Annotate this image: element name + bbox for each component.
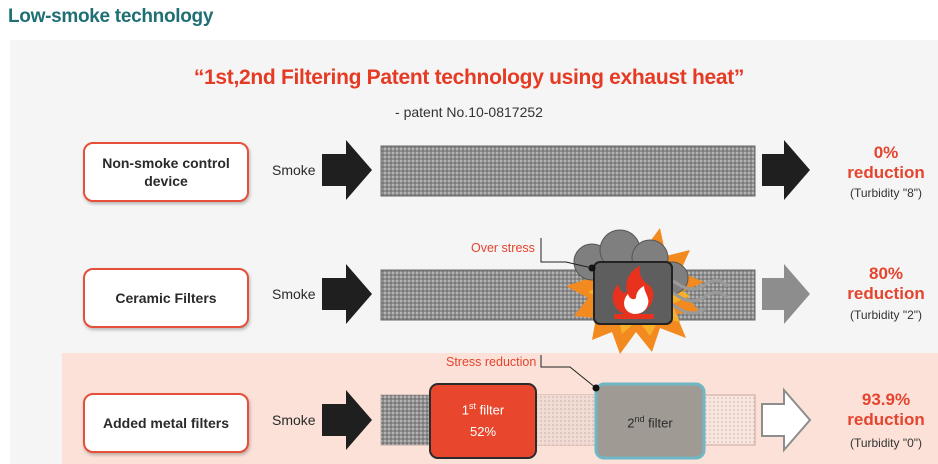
smoke-in-arrow [322, 390, 372, 450]
patent-title: “1st,2nd Filtering Patent technology usi… [193, 66, 745, 89]
clean-out-arrow [761, 387, 812, 453]
turbidity-label: (Turbidity "2") [849, 308, 923, 322]
exhaust-pipe [380, 145, 756, 197]
first-filter [429, 383, 537, 459]
smoke-label: Smoke [272, 286, 316, 302]
device-label-metal: Added metal filters [83, 393, 249, 453]
patent-number: - patent No.10-0817252 [395, 104, 543, 120]
smoke-label: Smoke [272, 162, 316, 178]
result-value: 80% [868, 264, 904, 283]
second-filter-label: 2nd filter [627, 414, 673, 431]
second-filter [594, 382, 706, 460]
stress-reduction-callout: Stress reduction [446, 355, 537, 369]
first-filter-label: 1st filter [461, 401, 505, 418]
result-word: reduction [847, 284, 925, 303]
first-filter-value: 52% [469, 424, 497, 439]
smoke-in-arrow [322, 264, 372, 324]
smoke-label: Smoke [272, 412, 316, 428]
device-label-ceramic: Ceramic Filters [83, 268, 249, 328]
result-value: 0% [873, 143, 899, 162]
device-label-non-smoke: Non-smoke control device [83, 142, 249, 202]
section-heading: Low-smoke technology [8, 6, 214, 27]
turbidity-label: (Turbidity "0") [849, 436, 923, 450]
result-value: 93.9% [861, 390, 911, 409]
turbidity-label: (Turbidity "8") [849, 186, 923, 200]
result-word: reduction [847, 410, 925, 429]
over-stress-callout: Over stress [471, 241, 535, 255]
smoke-out-arrow [762, 140, 810, 200]
smoke-in-arrow [322, 140, 372, 200]
smoke-out-arrow [762, 264, 810, 324]
result-word: reduction [847, 163, 925, 182]
